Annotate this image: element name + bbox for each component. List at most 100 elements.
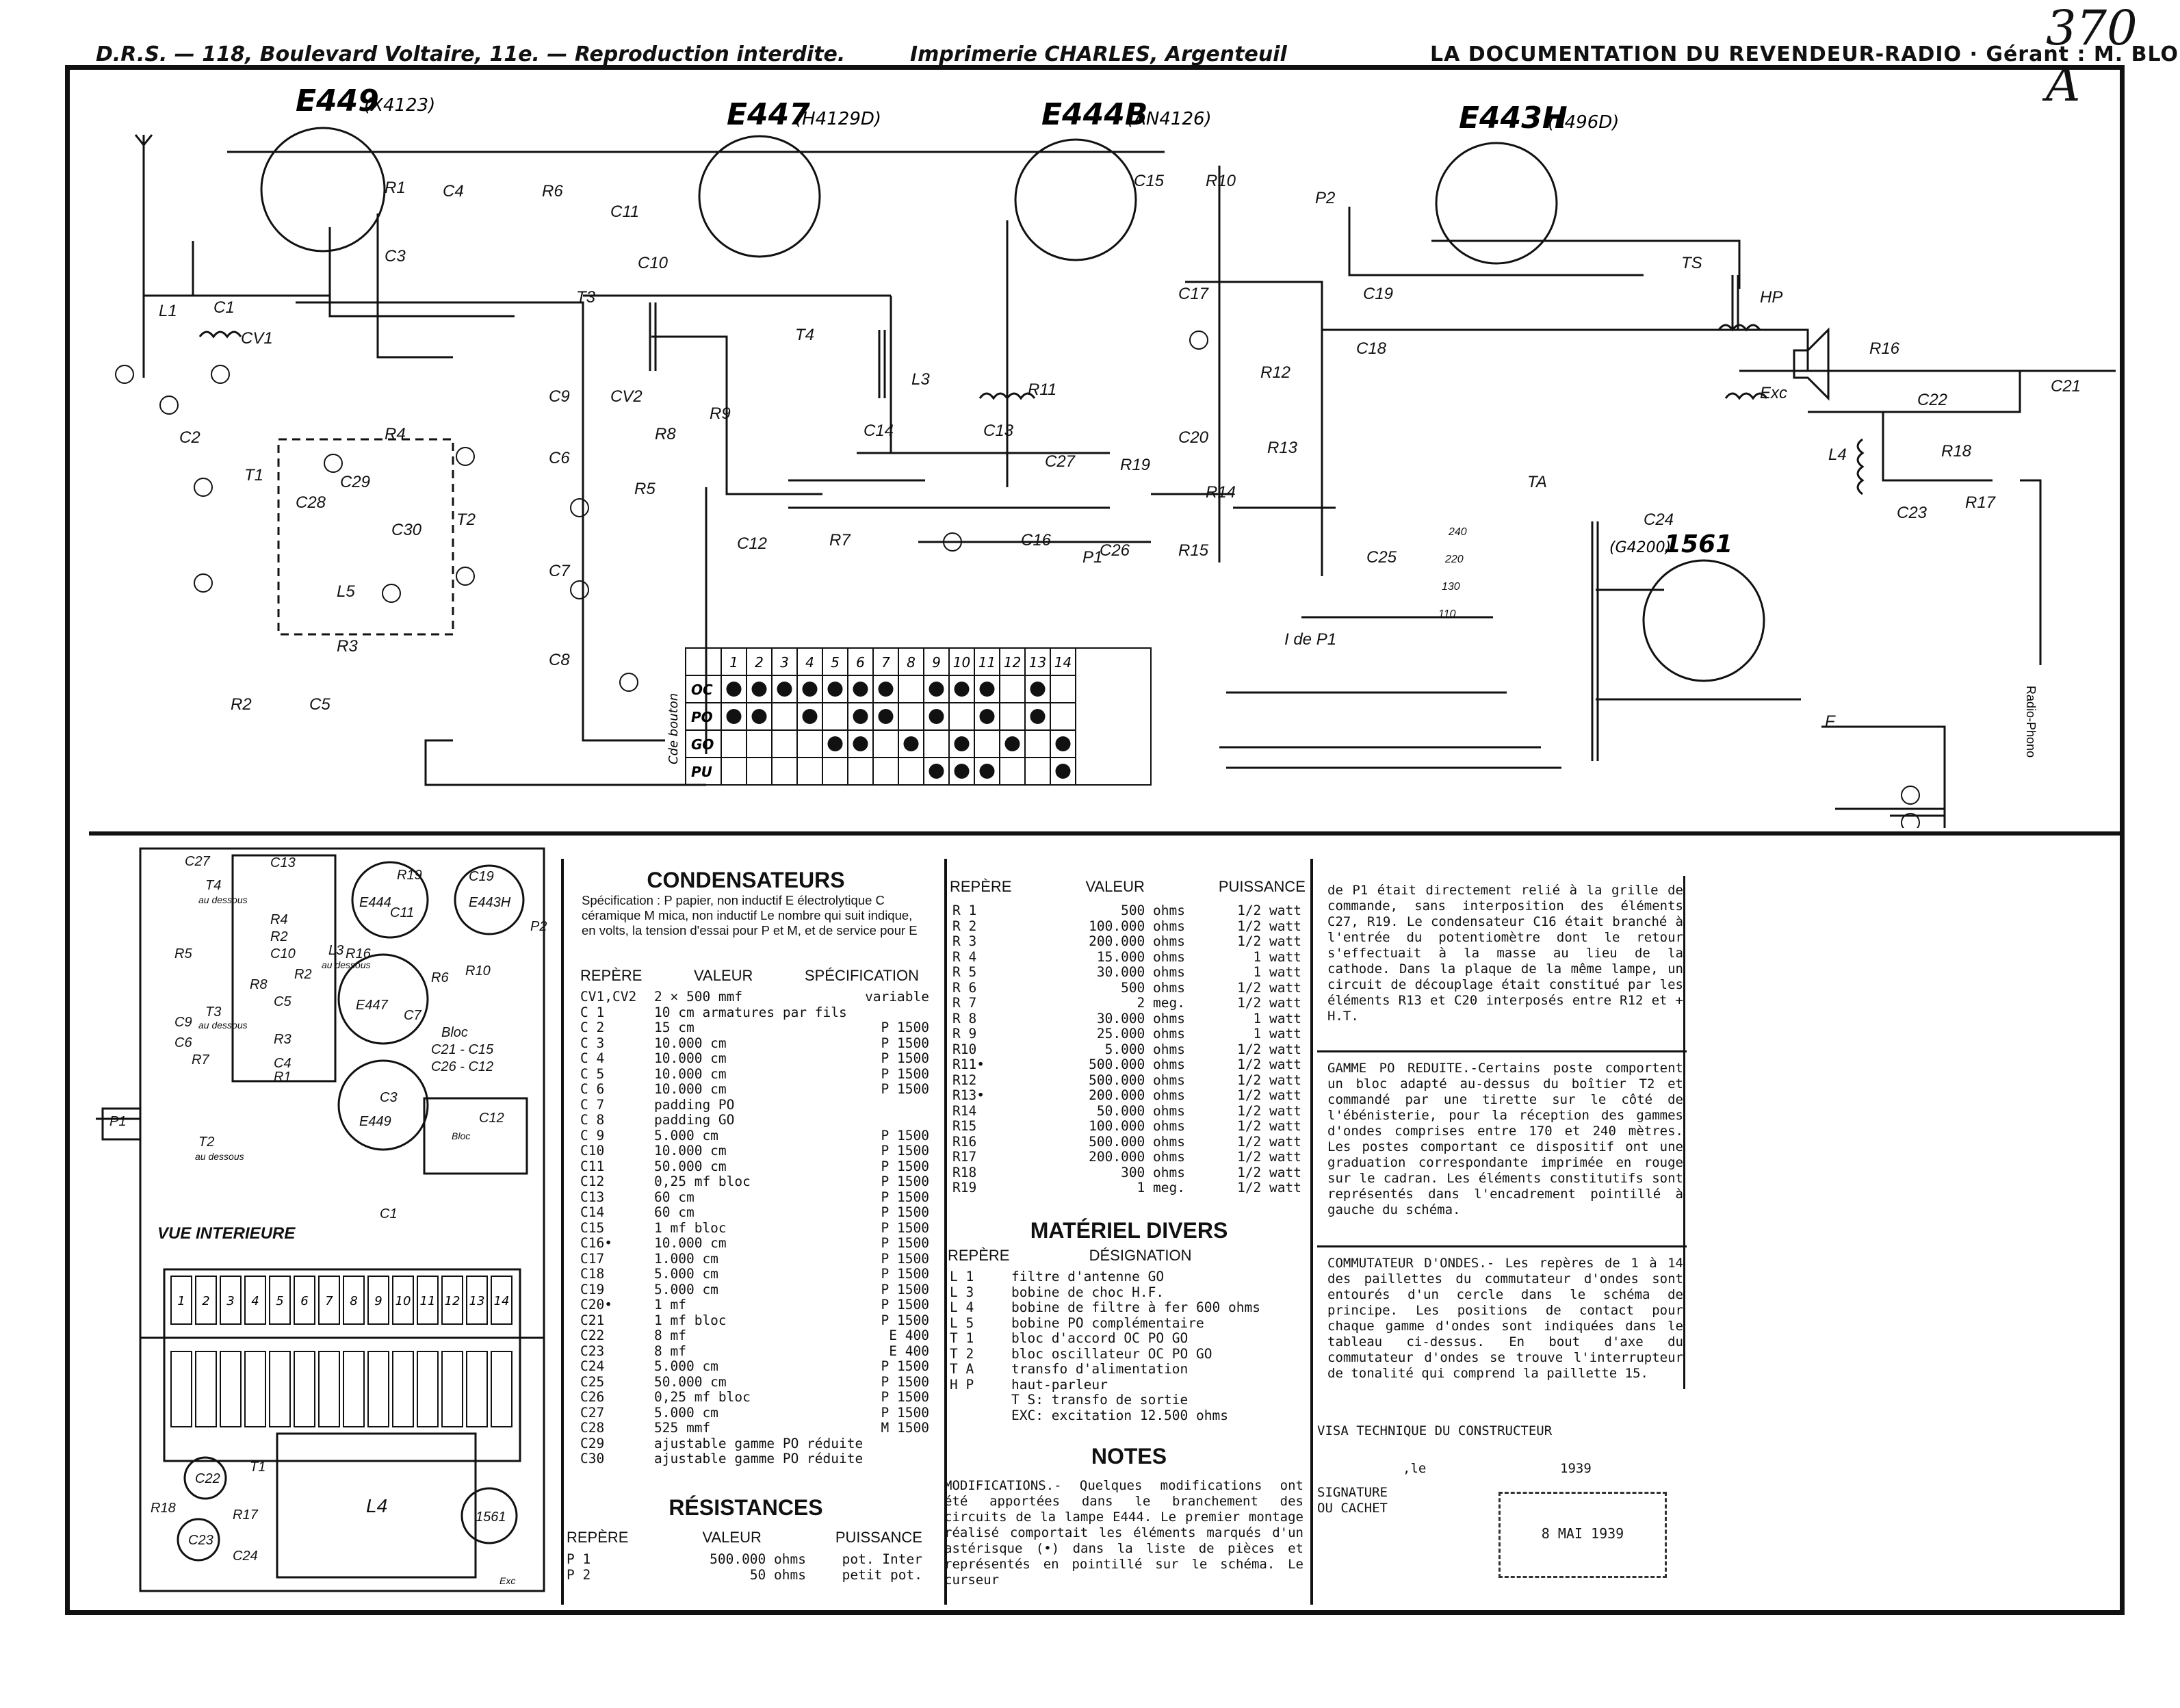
- strip-contact-lower: [220, 1351, 242, 1427]
- label-r18: R18: [1941, 442, 1972, 461]
- layout-label-c9: C9: [174, 1015, 192, 1030]
- switch-contact-dot: [954, 764, 970, 779]
- label-r1: R1: [385, 179, 406, 197]
- layout-label-c6: C6: [174, 1035, 192, 1050]
- label-r16: R16: [1869, 339, 1900, 358]
- cond-tbl-cell: P 1500: [881, 1081, 929, 1097]
- cond-tbl-cell: 0,25 mf bloc: [654, 1174, 751, 1189]
- tube-label-1561: 1561: [1664, 530, 1733, 558]
- strip-contact-lower: [392, 1351, 414, 1427]
- res-right-tbl-cell: 1/2 watt: [1237, 1164, 1301, 1180]
- strip-contact-lower: [244, 1351, 266, 1427]
- layout-label-c4: C4: [274, 1056, 291, 1071]
- label-r6: R6: [542, 182, 563, 200]
- cond-tbl-cell: C10: [580, 1143, 605, 1159]
- cond-tbl-cell: 10.000 cm: [654, 1035, 727, 1051]
- page-frame: [65, 65, 2125, 1615]
- layout-label-c23: C23: [188, 1533, 213, 1548]
- switch-col-header: 8: [907, 654, 916, 671]
- label-hp: HP: [1760, 288, 1782, 307]
- cond-tbl-cell: P 1500: [881, 1250, 929, 1267]
- cond-tbl-cell: C16•: [580, 1235, 612, 1251]
- cond-tbl-cell: [853, 1113, 929, 1128]
- cond-tbl-cell: C15: [580, 1219, 605, 1236]
- switch-contact-dot: [929, 764, 944, 779]
- switch-row-label: PU: [691, 764, 712, 780]
- res-right-tbl-cell: 5.000 ohms: [1104, 1041, 1185, 1057]
- cond-tbl-cell: P 1500: [881, 1389, 929, 1405]
- cond-tbl-cell: P 1500: [881, 1035, 929, 1051]
- notes-continued: de P1 était directement relié à la grill…: [1327, 883, 1683, 1024]
- label-r10: R10: [1206, 172, 1236, 190]
- label-c22: C22: [1917, 391, 1947, 409]
- cond-tbl-cell: [853, 1098, 929, 1113]
- res-right-tbl-cell: R17: [952, 1149, 977, 1165]
- label-ta: TA: [1527, 473, 1547, 491]
- mat-tbl-cell: bobine de choc H.F.: [1011, 1284, 1165, 1300]
- strip-number: 5: [276, 1294, 283, 1308]
- mat-tbl-cell: L 4: [950, 1299, 974, 1315]
- cond-header-spec: SPÉCIFICATION: [804, 967, 919, 984]
- mat-tbl-cell: T A: [950, 1361, 974, 1377]
- layout-label-t3: T3: [205, 1005, 221, 1020]
- cond-tbl-cell: C 8: [580, 1112, 605, 1128]
- mat-header-designation: DÉSIGNATION: [1089, 1247, 1192, 1264]
- label-r3: R3: [337, 637, 358, 656]
- switch-col-header: 13: [1029, 654, 1046, 671]
- layout-label-c24: C24: [233, 1549, 258, 1564]
- res-right-tbl-cell: R 2: [952, 918, 977, 934]
- switch-contact-dot: [777, 682, 792, 697]
- label-c24: C24: [1644, 510, 1674, 529]
- label-c1: C1: [213, 298, 235, 317]
- cond-tbl-cell: C 2: [580, 1020, 605, 1035]
- layout-label-l3: L3: [328, 943, 343, 958]
- strip-contact-lower: [343, 1351, 365, 1427]
- switch-col-header: 4: [805, 654, 814, 671]
- label-l5: L5: [337, 582, 355, 601]
- cond-tbl-cell: C 1: [580, 1004, 605, 1020]
- resistances-header-left: REPÈRE VALEUR PUISSANCE: [567, 1529, 922, 1547]
- strip-contact: [392, 1276, 414, 1325]
- label-l4: L4: [1828, 445, 1847, 464]
- strip-contact-lower: [441, 1351, 463, 1427]
- cond-tbl-cell: P 1500: [881, 1127, 929, 1143]
- label-130v: 130: [1442, 581, 1460, 593]
- cond-tbl-cell: C13: [580, 1189, 605, 1205]
- res-right-tbl-cell: 1 watt: [1253, 964, 1301, 980]
- switch-col-header: 6: [856, 654, 865, 671]
- label-l1: L1: [159, 302, 177, 320]
- res-right-tbl-cell: 1/2 watt: [1237, 1180, 1301, 1195]
- cond-tbl-cell: 10 cm armatures par fils: [654, 1004, 847, 1020]
- cond-tbl-cell: C 7: [580, 1096, 605, 1113]
- radio-phono-logo-text: Radio-Phono: [2024, 686, 2038, 758]
- cond-tbl-cell: 5.000 cm: [654, 1266, 718, 1282]
- strip-contact-lower: [466, 1351, 488, 1427]
- cond-tbl-cell: P 1500: [881, 1158, 929, 1174]
- label-r15: R15: [1178, 541, 1209, 560]
- strip-contact: [294, 1276, 315, 1325]
- strip-contact: [441, 1276, 463, 1325]
- res-right-tbl-cell: 1 watt: [1253, 948, 1301, 965]
- switch-contact-dot: [853, 682, 868, 697]
- cond-tbl-cell: P 1500: [881, 1174, 929, 1189]
- label-c6: C6: [549, 449, 570, 467]
- mat-tbl-cell: L 5: [950, 1315, 974, 1331]
- cond-tbl-cell: 5.000 cm: [654, 1281, 718, 1297]
- res-right-tbl-cell: 25.000 ohms: [1096, 1026, 1185, 1041]
- res-right-tbl-cell: 200.000 ohms: [1089, 933, 1185, 949]
